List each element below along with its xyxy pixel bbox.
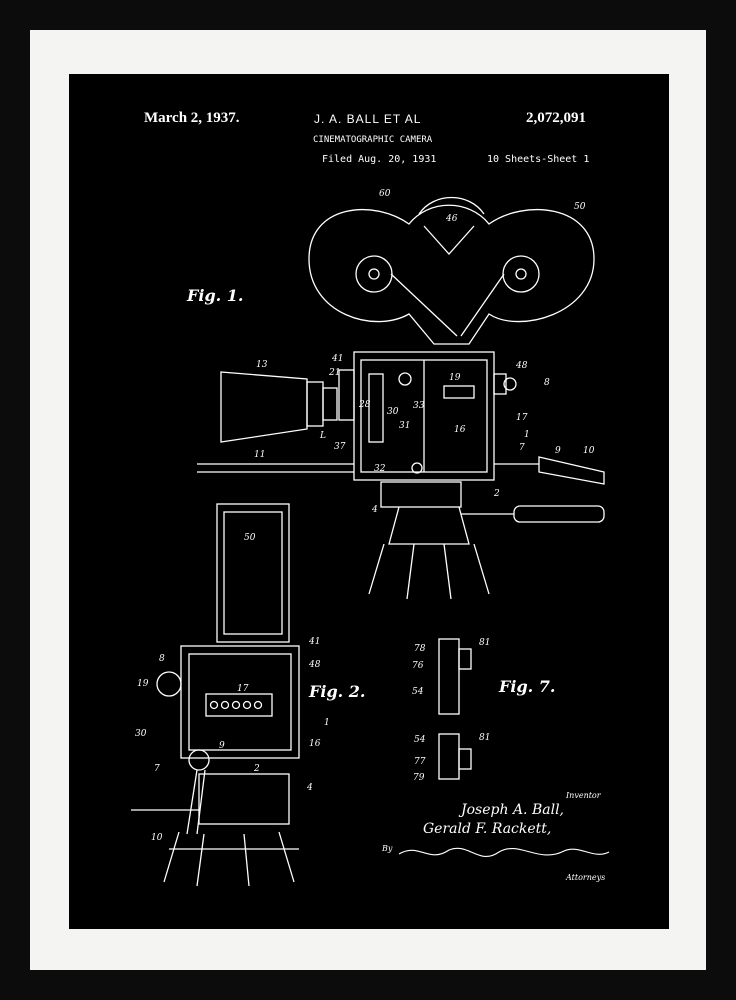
figure-2-label: Fig. 2. xyxy=(309,682,366,701)
svg-text:60: 60 xyxy=(379,189,391,199)
inventor-label: Inventor xyxy=(566,791,601,800)
svg-text:9: 9 xyxy=(555,446,561,456)
fig2-camera xyxy=(131,503,300,887)
svg-text:50: 50 xyxy=(574,202,586,212)
figure-1-label: Fig. 1. xyxy=(187,286,244,305)
attorney-signature-scribble xyxy=(398,847,610,858)
filed-date: Filed Aug. 20, 1931 xyxy=(322,154,437,165)
svg-text:30: 30 xyxy=(387,407,399,417)
patent-number: 2,072,091 xyxy=(526,110,586,126)
svg-text:17: 17 xyxy=(237,684,249,694)
attorneys-label: Attorneys xyxy=(566,873,606,882)
svg-text:48: 48 xyxy=(515,361,528,371)
by-label: By xyxy=(382,844,393,853)
lens-assembly xyxy=(220,371,338,443)
patent-date: March 2, 1937. xyxy=(144,110,240,126)
svg-text:77: 77 xyxy=(414,757,426,767)
svg-text:19: 19 xyxy=(449,373,461,383)
svg-text:7: 7 xyxy=(519,443,525,453)
svg-text:2: 2 xyxy=(253,764,260,774)
svg-text:10: 10 xyxy=(583,446,595,456)
figure-7-label: Fig. 7. xyxy=(499,677,556,696)
svg-text:L: L xyxy=(319,431,326,441)
svg-text:48: 48 xyxy=(308,660,321,670)
svg-text:50: 50 xyxy=(244,533,256,543)
svg-text:17: 17 xyxy=(516,413,528,423)
svg-text:37: 37 xyxy=(334,442,346,452)
svg-text:28: 28 xyxy=(358,400,371,410)
svg-text:54: 54 xyxy=(414,735,426,745)
svg-text:11: 11 xyxy=(254,450,265,460)
tripod-head xyxy=(368,481,605,600)
svg-text:54: 54 xyxy=(412,687,424,697)
svg-text:32: 32 xyxy=(374,464,386,474)
svg-text:19: 19 xyxy=(137,679,149,689)
svg-text:13: 13 xyxy=(256,360,268,370)
support-rail xyxy=(197,456,605,485)
svg-text:41: 41 xyxy=(331,354,343,364)
svg-text:30: 30 xyxy=(135,729,147,739)
svg-text:1: 1 xyxy=(524,430,530,440)
inventor-name-1: Joseph A. Ball, xyxy=(461,802,564,818)
svg-text:31: 31 xyxy=(399,421,410,431)
svg-text:1: 1 xyxy=(324,718,330,728)
svg-text:4: 4 xyxy=(371,505,378,515)
svg-text:8: 8 xyxy=(544,378,550,388)
svg-text:16: 16 xyxy=(309,739,321,749)
svg-text:4: 4 xyxy=(306,783,313,793)
patent-blueprint: March 2, 1937. J. A. BALL ET AL 2,072,09… xyxy=(69,74,669,929)
film-magazine xyxy=(308,196,595,345)
svg-text:8: 8 xyxy=(159,654,165,664)
svg-text:81: 81 xyxy=(479,638,490,648)
svg-text:78: 78 xyxy=(414,644,426,654)
camera-body xyxy=(338,351,517,481)
svg-text:46: 46 xyxy=(445,214,458,224)
inventor-name-2: Gerald F. Rackett, xyxy=(423,821,552,837)
patent-inventors: J. A. BALL ET AL xyxy=(314,112,422,126)
svg-text:79: 79 xyxy=(413,773,425,783)
svg-text:7: 7 xyxy=(154,764,160,774)
svg-text:33: 33 xyxy=(413,401,425,411)
svg-text:21: 21 xyxy=(328,368,340,378)
svg-text:76: 76 xyxy=(412,661,424,671)
svg-text:9: 9 xyxy=(219,741,225,751)
svg-text:16: 16 xyxy=(454,425,466,435)
patent-title: CINEMATOGRAPHIC CAMERA xyxy=(313,135,433,145)
sheet-count: 10 Sheets-Sheet 1 xyxy=(487,154,590,165)
svg-text:81: 81 xyxy=(479,733,490,743)
svg-text:10: 10 xyxy=(151,833,163,843)
fig7-detail xyxy=(438,638,472,780)
svg-text:2: 2 xyxy=(493,489,500,499)
svg-text:41: 41 xyxy=(308,637,320,647)
